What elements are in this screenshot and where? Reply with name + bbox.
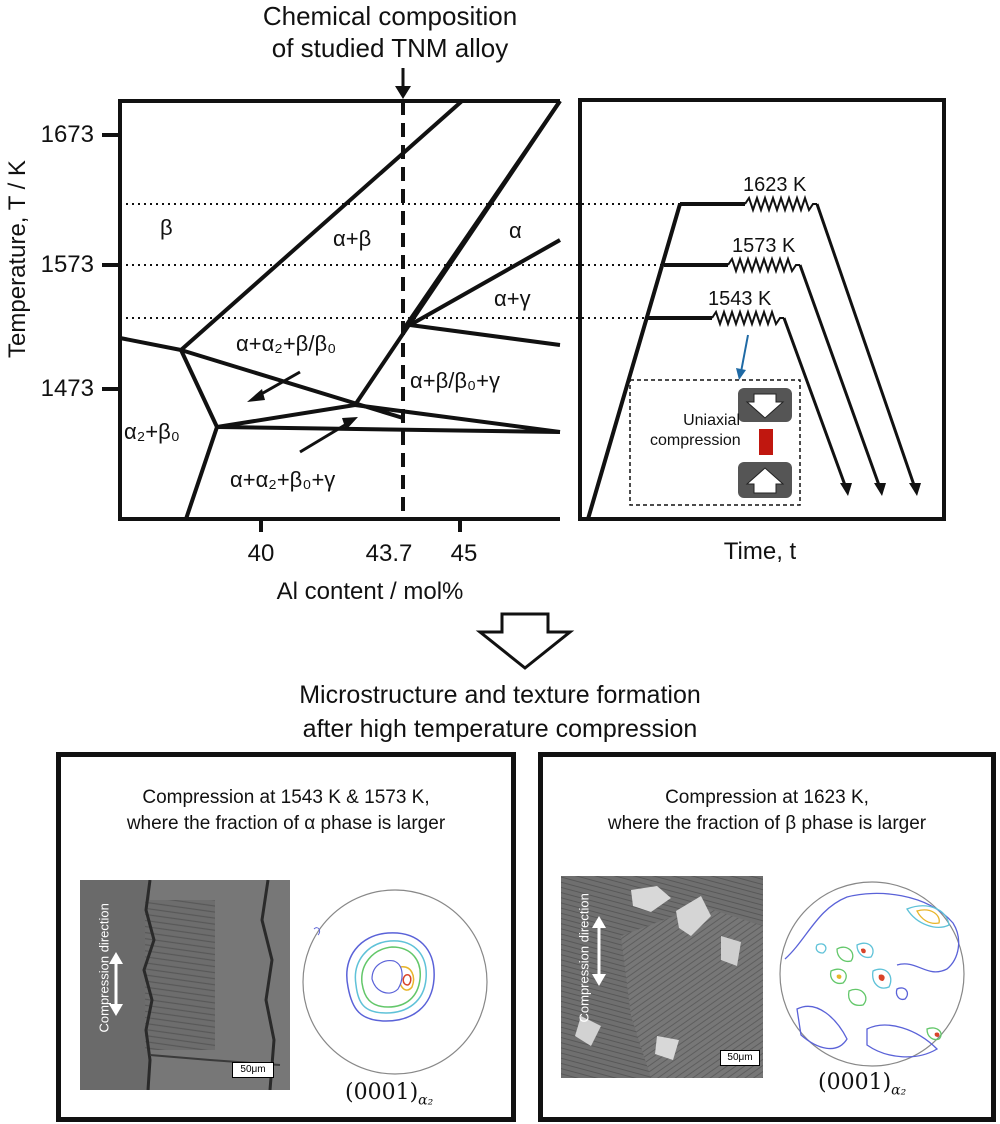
pole-figure-beta [779,881,965,1067]
panel-beta-cd-label: Compression direction [576,893,592,1023]
panel-beta-pf-label-sub: α₂ [891,1082,907,1099]
panel-alpha-cd-label: Compression direction [96,903,112,1033]
panel-beta [538,752,996,1122]
composition-annotation: Chemical composition of studied TNM allo… [180,0,600,64]
inset-label: Uniaxial compression [650,411,741,451]
phase-alpha2-beta0: α₂+β₀ [124,419,180,444]
panel-beta-caption-line2: where the fraction of β phase is larger [607,813,927,834]
panel-beta-pf-label-main: (0001) [818,1070,892,1095]
alpha-gamma-lower [409,323,561,347]
panel-alpha-caption-line2: where the fraction of α phase is larger [126,813,446,834]
flow-arrow-svg [475,612,575,670]
cool-1623 [815,203,917,489]
xtick-label-40: 40 [247,540,275,567]
ytick-label-1573: 1573 [40,251,94,278]
panel-alpha-caption: Compression at 1543 K & 1573 K, where th… [60,785,512,837]
xtick-label-45: 45 [450,540,478,567]
inset-pointer [740,334,749,373]
cool-1573-head [874,483,886,496]
panel-alpha-pf-label-sub: α₂ [418,1092,434,1109]
top-anvil-arrow [745,393,785,419]
alpha-gamma-upper [409,238,561,327]
arrow-lower-shaft [299,420,351,454]
section-title-line2: after high temperature compression [302,715,698,743]
ytick-label-1473: 1473 [40,375,94,402]
phase-alpha-beta: α+β [333,226,372,251]
alpha2-beta0-upper [216,403,356,429]
inset-label-line1: Uniaxial [683,412,740,429]
beta-eutectoid-left [119,336,182,352]
specimen [759,429,773,455]
panel-beta-caption: Compression at 1623 K, where the fractio… [542,785,992,837]
beta-alpha2-boundary [179,349,219,428]
micrograph-beta [561,876,763,1078]
phase-alpha-beta-beta0-gamma: α+β/β₀+γ [410,368,500,393]
panel-beta-caption-line1: Compression at 1623 K, [665,787,869,808]
temp-label-1543: 1543 K [708,288,772,310]
micrograph-alpha [80,880,290,1090]
x-axis-label: Al content / mol% [276,578,464,605]
phase-diagram-svg [102,68,680,532]
gamma-solvus [216,425,561,434]
heating-ramp [586,203,682,520]
deform-1623 [744,194,817,214]
arrow-upper-head [247,389,265,402]
cool-1573 [798,264,882,489]
inset-label-line2: compression [650,432,741,449]
panel-alpha [56,752,516,1122]
alpha-beta-lower [353,99,562,407]
section-title-line1: Microstructure and texture formation [299,681,701,709]
beta-transus [179,99,464,352]
deform-1573 [727,255,800,275]
cool-1543-head [840,483,852,496]
panel-alpha-pf-label: (0001)α₂ [345,1080,433,1108]
panel-alpha-caption-line1: Compression at 1543 K & 1573 K, [142,787,430,808]
four-phase-boundary [354,403,561,434]
cool-1623-head [909,483,921,496]
phase-alpha: α [509,218,522,243]
arrow-upper-shaft [255,370,301,399]
section-title: Microstructure and texture formation aft… [200,678,800,746]
deform-1543 [711,308,784,328]
time-axis-label: Time, t [723,538,797,565]
phase-alpha-alpha2-beta0-gamma: α+α₂+β₀+γ [230,467,336,492]
pole-figure-alpha [302,889,488,1075]
panel-alpha-scale-bar: 50μm [232,1062,274,1078]
phase-beta: β [160,215,173,240]
composition-annotation-line2: of studied TNM alloy [271,33,509,63]
arrow-lower-head [342,417,358,430]
inset-pointer-head [736,368,746,380]
temp-label-1573: 1573 K [732,235,796,257]
alpha2-beta0-lower [184,426,219,520]
phase-alpha-gamma: α+γ [494,286,531,311]
panel-beta-pf-label: (0001)α₂ [818,1070,906,1098]
xtick-label-43-7: 43.7 [365,540,413,567]
phase-alpha-alpha2-beta-beta0: α+α₂+β/β₀ [236,331,337,356]
panel-beta-scale-bar: 50μm [720,1050,760,1066]
flow-arrow-icon [475,612,575,670]
ytick-label-1673: 1673 [40,121,94,148]
composition-annotation-line1: Chemical composition [262,1,518,31]
process-diagram-svg [578,98,946,521]
bottom-anvil-arrow [745,467,785,494]
temp-label-1623: 1623 K [743,174,807,196]
process-frame [578,98,946,521]
panel-alpha-pf-label-main: (0001) [345,1080,419,1105]
composition-arrow-head [395,86,411,99]
cool-1543 [782,317,848,489]
